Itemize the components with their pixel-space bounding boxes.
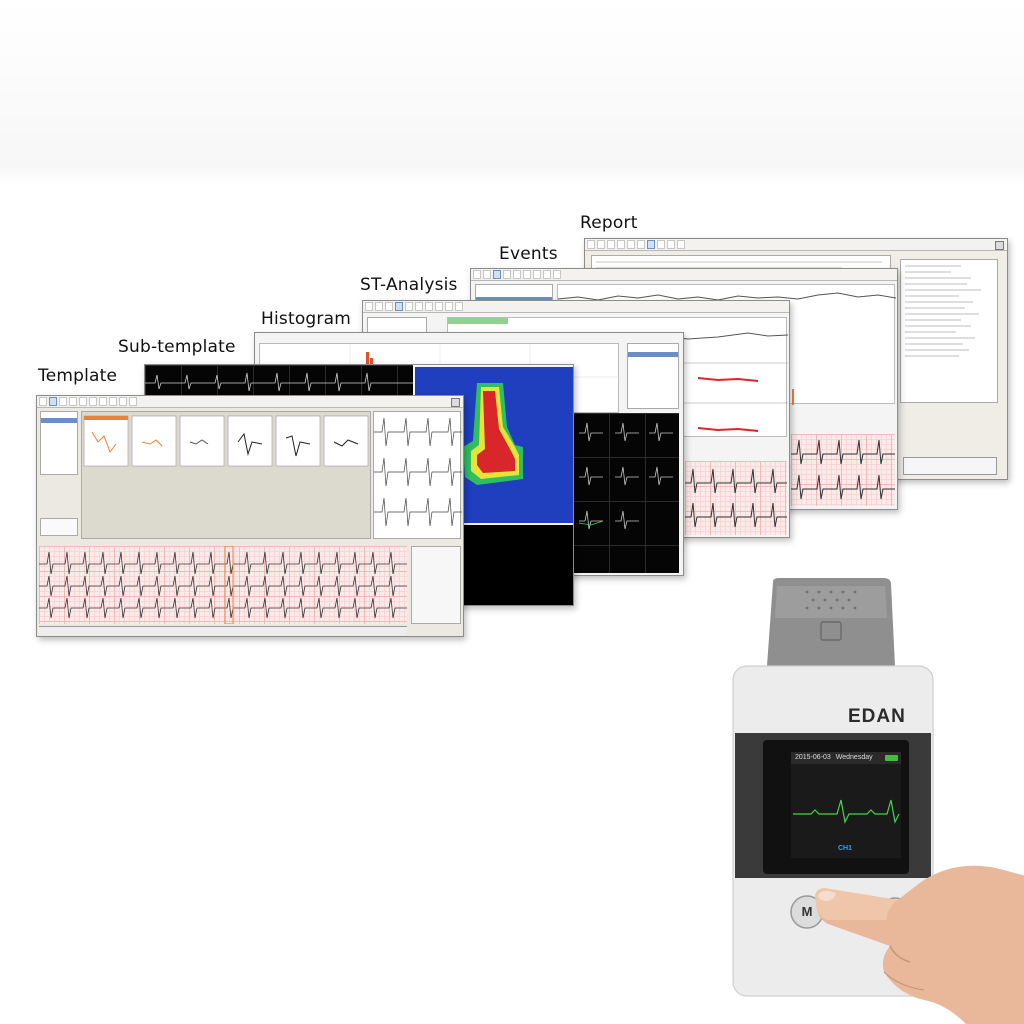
st-density-image (463, 383, 523, 485)
template-sidebar (40, 411, 78, 475)
ecg-waveform (685, 468, 787, 528)
label-events: Events (499, 244, 558, 264)
label-template: Template (38, 366, 118, 386)
menu-bar (363, 301, 789, 313)
template-window (36, 395, 464, 637)
device-channel: CH1 (838, 845, 853, 852)
events-ecg-strip (791, 434, 895, 506)
device-brand: EDAN (848, 706, 906, 727)
histogram-list (627, 343, 679, 409)
template-thumbnails (83, 415, 369, 467)
template-ecg-strip (39, 545, 407, 625)
st-ecg-strip (685, 461, 787, 535)
histogram-waveforms (578, 422, 673, 530)
menu-bar (471, 269, 897, 281)
template-sidebar-buttons[interactable] (40, 518, 78, 536)
device-weekday: Wednesday (835, 754, 873, 761)
close-icon[interactable] (451, 398, 460, 407)
label-st-analysis: ST-Analysis (360, 275, 458, 295)
hand-image (815, 865, 1024, 1024)
ecg-waveform (791, 439, 895, 500)
template-gallery (81, 411, 371, 539)
device-date-value: 2015-06-03 (795, 754, 831, 761)
template-controls[interactable] (411, 546, 461, 624)
histogram-templates (573, 413, 679, 573)
label-histogram: Histogram (261, 309, 351, 329)
overlay-waveforms (374, 417, 462, 527)
menu-bar (585, 239, 1007, 251)
device-date: 2015-06-03 Wednesday (795, 754, 873, 761)
subtemplate-trace (145, 372, 413, 392)
report-buttons[interactable] (903, 457, 997, 475)
ecg-waveform (39, 545, 407, 625)
label-subtemplate: Sub-template (118, 337, 236, 357)
label-report: Report (580, 213, 638, 233)
template-rhythm-bar (39, 626, 407, 635)
device-menu-button[interactable]: M (801, 904, 813, 919)
subtemplate-waveforms (145, 365, 413, 399)
report-list-lines (905, 265, 981, 357)
background-band (0, 0, 1024, 185)
menu-bar (37, 396, 463, 408)
close-icon[interactable] (995, 241, 1004, 250)
template-overlay-panel (373, 411, 462, 539)
report-list-panel (900, 259, 998, 403)
